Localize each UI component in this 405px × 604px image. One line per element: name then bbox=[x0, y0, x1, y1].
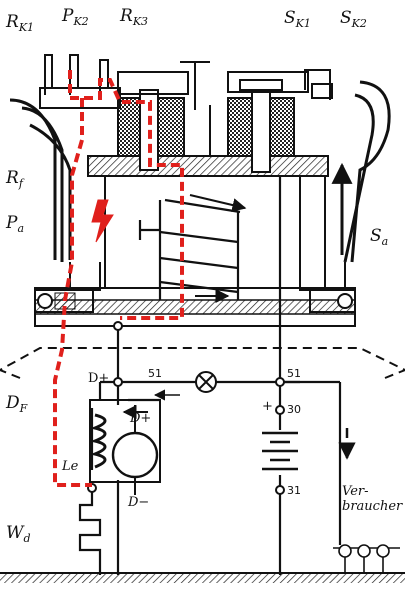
label-df: DF bbox=[6, 393, 28, 415]
label-rk3: RK3 bbox=[120, 6, 149, 28]
label-wd: Wd bbox=[6, 523, 31, 545]
spring-arm-right bbox=[343, 80, 391, 263]
mount-screw-right bbox=[309, 289, 356, 313]
label-sk2: SK2 bbox=[340, 8, 367, 30]
label-rf: Rf bbox=[6, 168, 23, 190]
label-pa: Pa bbox=[6, 213, 25, 235]
label-terminal-51-right: 51 bbox=[287, 367, 301, 380]
label-d-plus-left: D+ bbox=[88, 371, 110, 386]
spring-arm-left bbox=[9, 98, 72, 262]
label-plus: + bbox=[262, 399, 273, 414]
label-d-plus-gen: D+ bbox=[130, 411, 152, 426]
label-d-minus: D− bbox=[128, 495, 150, 510]
label-terminal-31: 31 bbox=[287, 484, 301, 497]
relay-base-plate bbox=[34, 287, 356, 327]
regulator-spring bbox=[138, 198, 241, 300]
armature bbox=[69, 176, 346, 291]
spark-icon bbox=[91, 199, 114, 243]
charge-lamp bbox=[195, 371, 217, 393]
ground-plate bbox=[0, 572, 405, 583]
ground-resistor bbox=[78, 492, 102, 575]
coil-left bbox=[117, 89, 185, 171]
spring-arrow bbox=[189, 194, 247, 212]
coil-right bbox=[227, 79, 295, 173]
relay-upper-plate bbox=[87, 155, 329, 177]
label-sk1: SK1 bbox=[284, 8, 311, 30]
consumer-lamps bbox=[333, 544, 400, 573]
wiring bbox=[90, 176, 342, 575]
contact-terminals-right bbox=[304, 69, 333, 100]
label-sa: Sa bbox=[370, 226, 389, 248]
label-le: Le bbox=[62, 459, 79, 474]
generator bbox=[89, 399, 161, 495]
label-verbraucher: Ver- braucher bbox=[342, 484, 403, 514]
label-rk1: RK1 bbox=[6, 12, 35, 34]
housing-outline bbox=[0, 347, 405, 379]
top-block-right bbox=[227, 71, 309, 93]
current-path-red bbox=[53, 70, 184, 487]
top-block-left bbox=[117, 71, 189, 95]
label-pk2: PK2 bbox=[62, 6, 89, 28]
battery bbox=[262, 431, 298, 471]
adjustment-screw bbox=[180, 61, 211, 155]
label-terminal-30: 30 bbox=[287, 403, 301, 416]
label-terminal-51-left: 51 bbox=[148, 367, 162, 380]
